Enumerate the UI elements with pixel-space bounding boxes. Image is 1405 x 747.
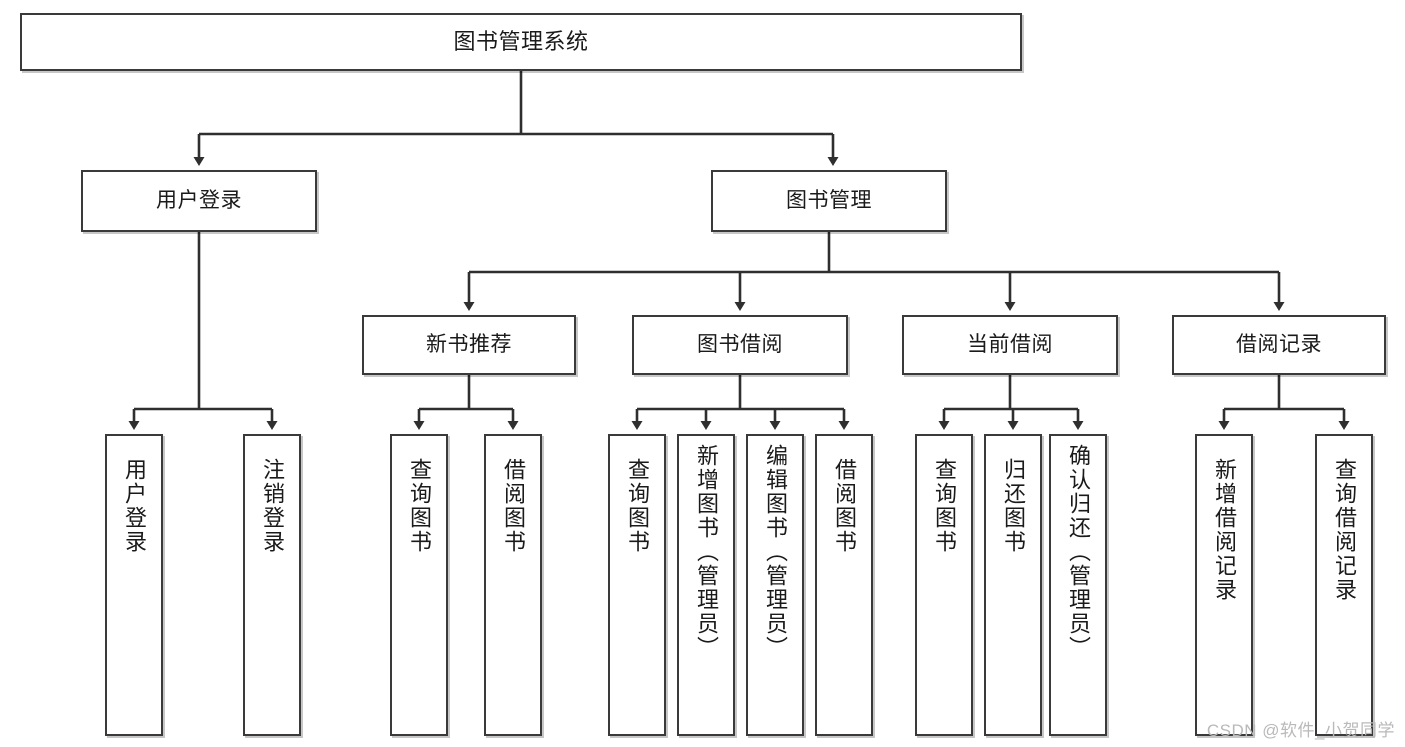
leaf-query-borrow-record-label: 查询借阅记录 <box>1332 458 1357 602</box>
node-book-management-label: 图书管理 <box>786 188 872 212</box>
node-root-label: 图书管理系统 <box>453 29 589 55</box>
node-borrow-record-label: 借阅记录 <box>1236 332 1322 356</box>
leaf-add-book-admin[interactable]: 新增图书（管理员） <box>677 434 735 736</box>
leaf-query-book-borrow-label: 查询图书 <box>625 458 650 554</box>
leaf-logout[interactable]: 注销登录 <box>243 434 301 736</box>
node-book-management[interactable]: 图书管理 <box>711 170 947 232</box>
leaf-query-book-borrow[interactable]: 查询图书 <box>608 434 666 736</box>
node-current-borrow-label: 当前借阅 <box>967 332 1053 356</box>
leaf-confirm-return-admin-label: 确认归还（管理员） <box>1066 444 1091 660</box>
leaf-user-login-label: 用户登录 <box>122 458 147 554</box>
leaf-edit-book-admin-label: 编辑图书（管理员） <box>763 444 788 660</box>
leaf-add-borrow-record-label: 新增借阅记录 <box>1212 458 1237 602</box>
leaf-edit-book-admin[interactable]: 编辑图书（管理员） <box>746 434 804 736</box>
node-book-borrow[interactable]: 图书借阅 <box>632 315 848 375</box>
leaf-lend-book[interactable]: 借阅图书 <box>815 434 873 736</box>
leaf-user-login[interactable]: 用户登录 <box>105 434 163 736</box>
leaf-add-book-admin-label: 新增图书（管理员） <box>694 444 719 660</box>
leaf-query-borrow-record[interactable]: 查询借阅记录 <box>1315 434 1373 736</box>
leaf-confirm-return-admin[interactable]: 确认归还（管理员） <box>1049 434 1107 736</box>
leaf-add-borrow-record[interactable]: 新增借阅记录 <box>1195 434 1253 736</box>
leaf-query-book-current-label: 查询图书 <box>932 458 957 554</box>
leaf-return-book[interactable]: 归还图书 <box>984 434 1042 736</box>
node-new-book-recommend[interactable]: 新书推荐 <box>362 315 576 375</box>
leaf-query-book-newbook[interactable]: 查询图书 <box>390 434 448 736</box>
node-user-login-label: 用户登录 <box>156 188 242 212</box>
node-root[interactable]: 图书管理系统 <box>20 13 1022 71</box>
leaf-logout-label: 注销登录 <box>260 458 285 554</box>
node-current-borrow[interactable]: 当前借阅 <box>902 315 1118 375</box>
node-user-login[interactable]: 用户登录 <box>81 170 317 232</box>
leaf-return-book-label: 归还图书 <box>1001 458 1026 554</box>
leaf-borrow-book-newbook[interactable]: 借阅图书 <box>484 434 542 736</box>
leaf-query-book-current[interactable]: 查询图书 <box>915 434 973 736</box>
node-new-book-recommend-label: 新书推荐 <box>426 332 512 356</box>
leaf-borrow-book-newbook-label: 借阅图书 <box>501 458 526 554</box>
leaf-lend-book-label: 借阅图书 <box>832 458 857 554</box>
watermark: CSDN @软件_小贺同学 <box>1206 721 1395 740</box>
node-borrow-record[interactable]: 借阅记录 <box>1172 315 1386 375</box>
node-book-borrow-label: 图书借阅 <box>697 332 783 356</box>
leaf-query-book-newbook-label: 查询图书 <box>407 458 432 554</box>
